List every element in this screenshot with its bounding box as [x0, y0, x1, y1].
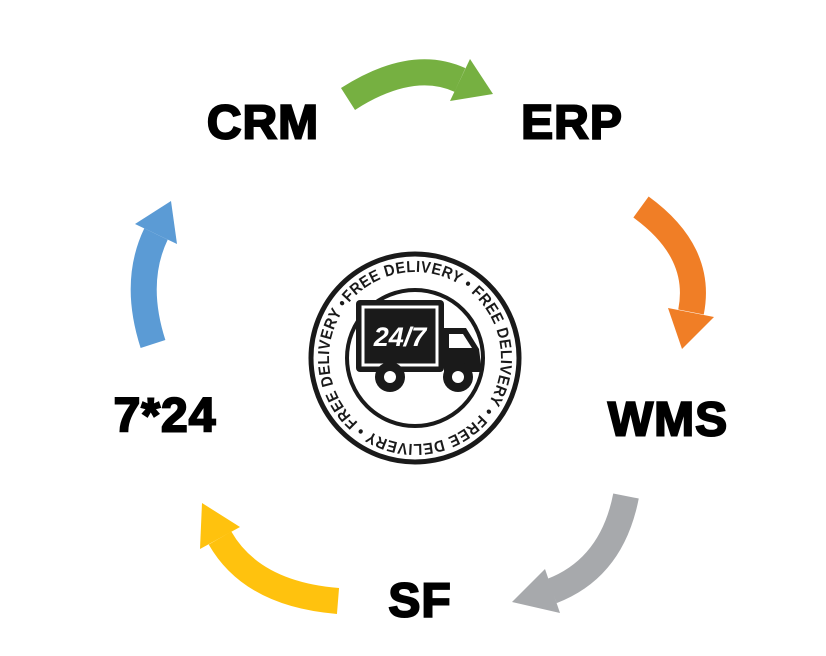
arrow-sf-to-7x24 [200, 503, 340, 614]
arrow-wms-to-sf [512, 493, 639, 613]
node-label-7x24: 7*24 [113, 389, 217, 444]
arrow-crm-to-erp-body [340, 59, 466, 111]
truck-cargo-box [356, 300, 444, 372]
truck-24-7-label: 24/7 [373, 322, 429, 352]
arrow-7x24-to-crm [130, 201, 177, 348]
truck-rear-hub [384, 371, 396, 383]
arrow-sf-to-7x24-head [200, 503, 240, 549]
truck-front-hub [452, 371, 464, 383]
free-delivery-badge: FREE DELIVERY • FREE DELIVERY • FREE DEL… [308, 251, 522, 465]
delivery-truck-icon: 24/7 [356, 300, 482, 392]
arrow-crm-to-erp [340, 59, 493, 111]
truck-window [449, 334, 472, 348]
arrow-sf-to-7x24-body [208, 531, 340, 614]
arrow-crm-to-erp-head [450, 59, 493, 101]
arrow-7x24-to-crm-head [135, 201, 177, 244]
arrow-erp-to-wms-head [668, 308, 714, 349]
node-label-wms: WMS [607, 393, 729, 448]
node-label-sf: SF [387, 574, 452, 629]
arrow-wms-to-sf-head [512, 569, 560, 613]
arrow-erp-to-wms [633, 196, 714, 349]
arrow-7x24-to-crm-body [130, 228, 168, 348]
node-label-crm: CRM [206, 96, 320, 151]
node-label-erp: ERP [520, 96, 623, 151]
truck-cargo-frame [361, 305, 439, 367]
arrow-wms-to-sf-body [546, 493, 639, 604]
arrow-erp-to-wms-body [633, 196, 706, 315]
